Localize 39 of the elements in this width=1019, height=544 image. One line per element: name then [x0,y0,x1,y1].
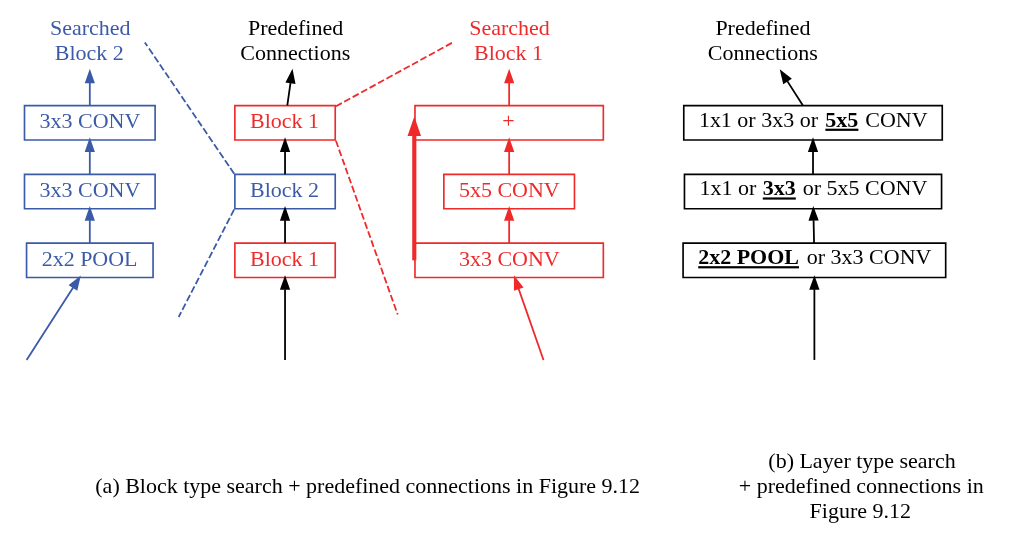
node-text: Predefined Connections [240,15,351,65]
connector [335,41,454,108]
arrow [84,206,95,244]
arrow [808,206,819,244]
node-box: Block 1 [234,242,337,279]
arrow [285,68,296,107]
arrow [407,116,422,261]
arrow [513,275,545,361]
connector [143,41,236,175]
connector [177,208,236,318]
node-box: 5x5 CONV [443,173,576,210]
node-box: 3x3 CONV [23,104,156,141]
node-box: + [414,104,605,141]
connector [335,139,399,316]
node-text: Searched Block 2 [49,15,131,65]
arrow [279,206,291,244]
arrow [779,69,804,107]
node-box: 2x2 POOL or 3x3 CONV [682,242,947,279]
arrow [504,137,515,176]
node-box: Block 2 [234,173,337,210]
arrow [279,275,291,361]
arrow [807,137,819,176]
node-box: 3x3 CONV [414,242,605,279]
node-text: Searched Block 1 [469,15,550,65]
node-box: 1x1 or 3x3 or 5x5 CONV [683,173,943,210]
node-box: 2x2 POOL [25,242,154,279]
arrow [84,137,95,176]
arrow [25,275,81,361]
label: (a) Block type search + predefined connections in Figure 9.12 [95,473,641,499]
label: (b) Layer type search + predefined connections in Figure 9.12 [738,448,984,523]
arrow [504,206,515,244]
arrow [279,137,291,176]
arrow [809,275,820,361]
node-box: 3x3 CONV [23,173,156,210]
node-box: Block 1 [234,104,337,141]
arrow [84,68,95,107]
node-text: Predefined Connections [707,15,818,65]
arrow [504,68,515,107]
node-box: 1x1 or 3x3 or 5x5 CONV [682,104,944,141]
